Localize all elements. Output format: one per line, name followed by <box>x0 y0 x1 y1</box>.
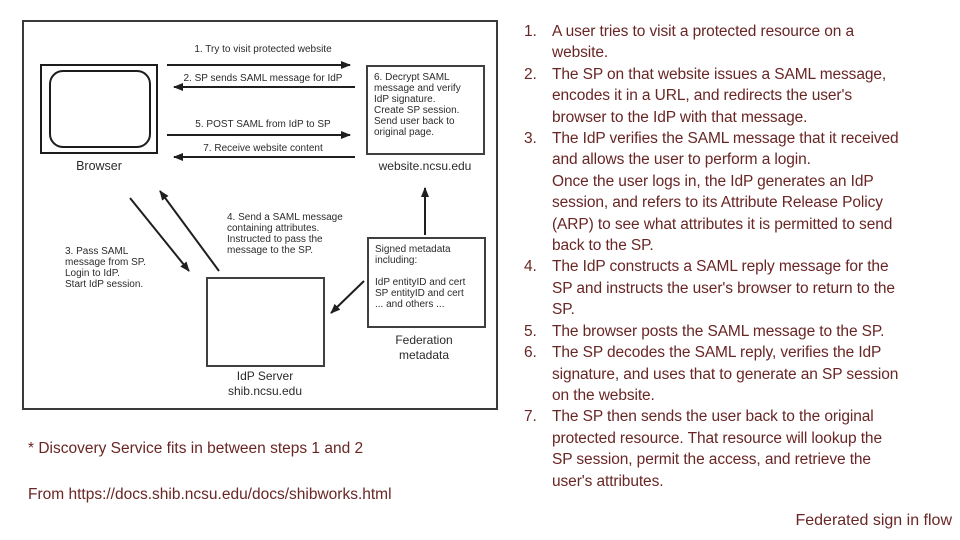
step-text: The IdP constructs a SAML reply message … <box>552 258 895 319</box>
step-number: 2. <box>524 65 537 83</box>
list-item: 5. The browser posts the SAML message to … <box>524 321 960 342</box>
website-sp-box: 6. Decrypt SAML message and verify IdP s… <box>366 65 485 155</box>
step-number: 7. <box>524 408 537 426</box>
step-text: The SP on that website issues a SAML mes… <box>552 65 887 126</box>
step-number: 4. <box>524 258 537 276</box>
website-label: website.ncsu.edu <box>378 159 472 173</box>
federation-metadata-box: Signed metadata including: IdP entityID … <box>367 237 486 328</box>
federation-metadata-label: Federation metadata <box>395 333 453 362</box>
browser-label: Browser <box>76 159 122 173</box>
list-item: 2. The SP on that website issues a SAML m… <box>524 64 960 128</box>
step3-note: 3. Pass SAML message from SP. Login to I… <box>65 246 146 290</box>
step-text: A user tries to visit a protected resour… <box>552 23 855 62</box>
saml-flow-diagram: Browser 1. Try to visit protected websit… <box>22 20 498 410</box>
list-item: 3. The IdP verifies the SAML message that… <box>524 128 960 256</box>
list-item: 1. A user tries to visit a protected reso… <box>524 21 960 64</box>
step-number: 3. <box>524 130 537 148</box>
step4-note: 4. Send a SAML message containing attrib… <box>227 212 343 256</box>
step-number: 1. <box>524 23 537 40</box>
step-number: 5. <box>524 322 537 340</box>
arrow-label-step5: 5. POST SAML from IdP to SP <box>195 119 331 130</box>
flow-arrows <box>129 61 429 314</box>
idp-server-label: IdP Server shib.ncsu.edu <box>227 369 303 398</box>
list-item: 4. The IdP constructs a SAML reply messag… <box>524 256 960 320</box>
arrow-step3-diagonal <box>129 197 190 272</box>
arrow-label-step2: 2. SP sends SAML message for IdP <box>183 73 343 84</box>
arrow-label-step7: 7. Receive website content <box>203 143 323 154</box>
idp-server-box <box>206 277 325 367</box>
step-text: The SP then sends the user back to the o… <box>552 408 882 490</box>
list-item: 7. The SP then sends the user back to the… <box>524 406 960 492</box>
slide-caption: Federated sign in flow <box>795 512 952 529</box>
step-text: The IdP verifies the SAML message that i… <box>552 130 899 255</box>
flow-steps-list: 1. A user tries to visit a protected reso… <box>524 21 960 492</box>
arrow-metadata-to-idp <box>330 280 365 314</box>
list-item: 6. The SP decodes the SAML reply, verifie… <box>524 342 960 406</box>
discovery-service-footnote: * Discovery Service fits in between step… <box>28 440 364 457</box>
step-number: 6. <box>524 344 537 362</box>
arrow-label-step1: 1. Try to visit protected website <box>194 44 332 55</box>
step-text: The browser posts the SAML message to th… <box>552 322 885 340</box>
source-url-footnote: From https://docs.shib.ncsu.edu/docs/shi… <box>28 486 392 503</box>
arrow-step4-diagonal <box>159 190 220 272</box>
browser-monitor-icon <box>40 64 158 154</box>
step-text: The SP decodes the SAML reply, verifies … <box>552 344 899 404</box>
browser-screen <box>49 70 151 148</box>
